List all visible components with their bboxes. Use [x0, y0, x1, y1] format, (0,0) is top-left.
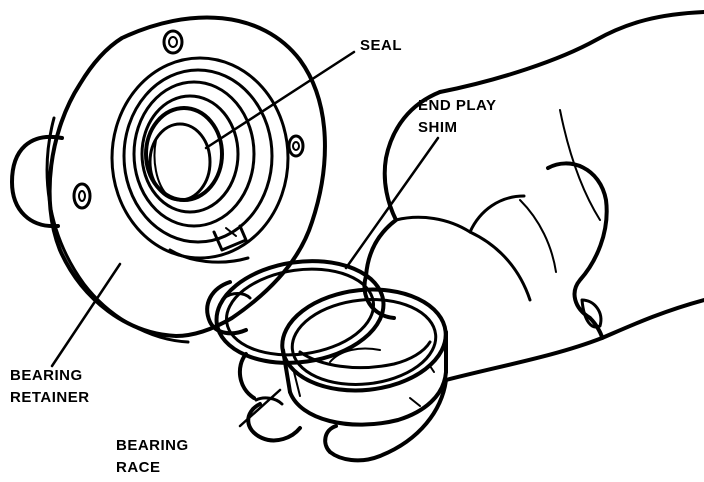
- hub-ring-1: [110, 56, 290, 260]
- shim-inner: [224, 267, 376, 357]
- hand-wrist-bottom: [600, 298, 704, 340]
- hand-palm-bottom: [328, 378, 448, 463]
- bolt-hole-right-inner: [292, 141, 300, 151]
- leader-lines: [50, 50, 440, 428]
- race-bottom-rim: [288, 370, 448, 427]
- hand-crease-1: [468, 230, 532, 302]
- hand-knuckle-1: [394, 215, 472, 234]
- hand-back: [364, 90, 442, 278]
- bolt-hole-top-inner: [168, 36, 178, 48]
- hand-knuckle-2: [468, 194, 526, 234]
- hand-wrist-top: [438, 10, 704, 94]
- bolt-hole-top: [162, 29, 184, 55]
- leader-end-play-shim: [344, 136, 440, 270]
- bearing-retainer: [10, 15, 327, 344]
- label-bearing-retainer-line1: BEARING: [10, 367, 83, 384]
- hub-notch: [212, 224, 248, 252]
- hand-thumb: [546, 161, 609, 340]
- race-reflection-2: [409, 397, 421, 407]
- hub-ring-3: [132, 80, 256, 228]
- leader-bearing-race: [238, 388, 282, 428]
- seal-bore-shadow: [153, 139, 169, 197]
- hand-finger-left-1: [205, 280, 248, 336]
- labels: SEAL END PLAY SHIM BEARING RETAINER BEAR…: [10, 37, 496, 476]
- label-bearing-retainer-line2: RETAINER: [10, 389, 90, 406]
- seal-bore: [148, 122, 212, 202]
- bolt-hole-left: [72, 182, 92, 210]
- race-top-inner: [290, 298, 438, 386]
- label-bearing-race-line2: RACE: [116, 459, 161, 476]
- race-reflection-1: [293, 371, 301, 397]
- label-end-play-line1: END PLAY: [418, 97, 496, 114]
- hand-crease-3: [559, 109, 601, 221]
- retainer-ear: [10, 134, 64, 229]
- hub-ring-2: [122, 68, 274, 244]
- race-left-side: [281, 348, 292, 394]
- retainer-flange-edge: [45, 116, 190, 344]
- hand-finger-left-2: [237, 352, 256, 400]
- leader-seal: [204, 50, 356, 150]
- hand-thumbnail: [580, 298, 603, 329]
- race-reflection-3: [429, 365, 435, 373]
- label-end-play-line2: SHIM: [418, 119, 458, 136]
- hand-finger-lower: [362, 274, 396, 320]
- leader-bearing-retainer: [50, 262, 122, 368]
- hand-crease-2: [519, 199, 557, 273]
- label-seal: SEAL: [360, 37, 402, 54]
- bearing-race: [280, 287, 448, 427]
- hand-finger-left-3: [246, 402, 302, 443]
- hub-ring-4: [140, 94, 240, 214]
- hand-fingers-bottom: [444, 336, 604, 382]
- bolt-hole-right: [287, 134, 305, 158]
- hub-notch-detail: [225, 227, 237, 237]
- label-bearing-race-line1: BEARING: [116, 437, 189, 454]
- race-inner-shadow: [329, 347, 381, 363]
- hub-bottom-lines: [168, 248, 250, 264]
- hand: [205, 10, 704, 463]
- retainer-flange-outer: [47, 15, 327, 338]
- hand-finger-under: [323, 424, 338, 454]
- race-inner-bore: [298, 340, 432, 370]
- bolt-hole-left-inner: [78, 190, 86, 202]
